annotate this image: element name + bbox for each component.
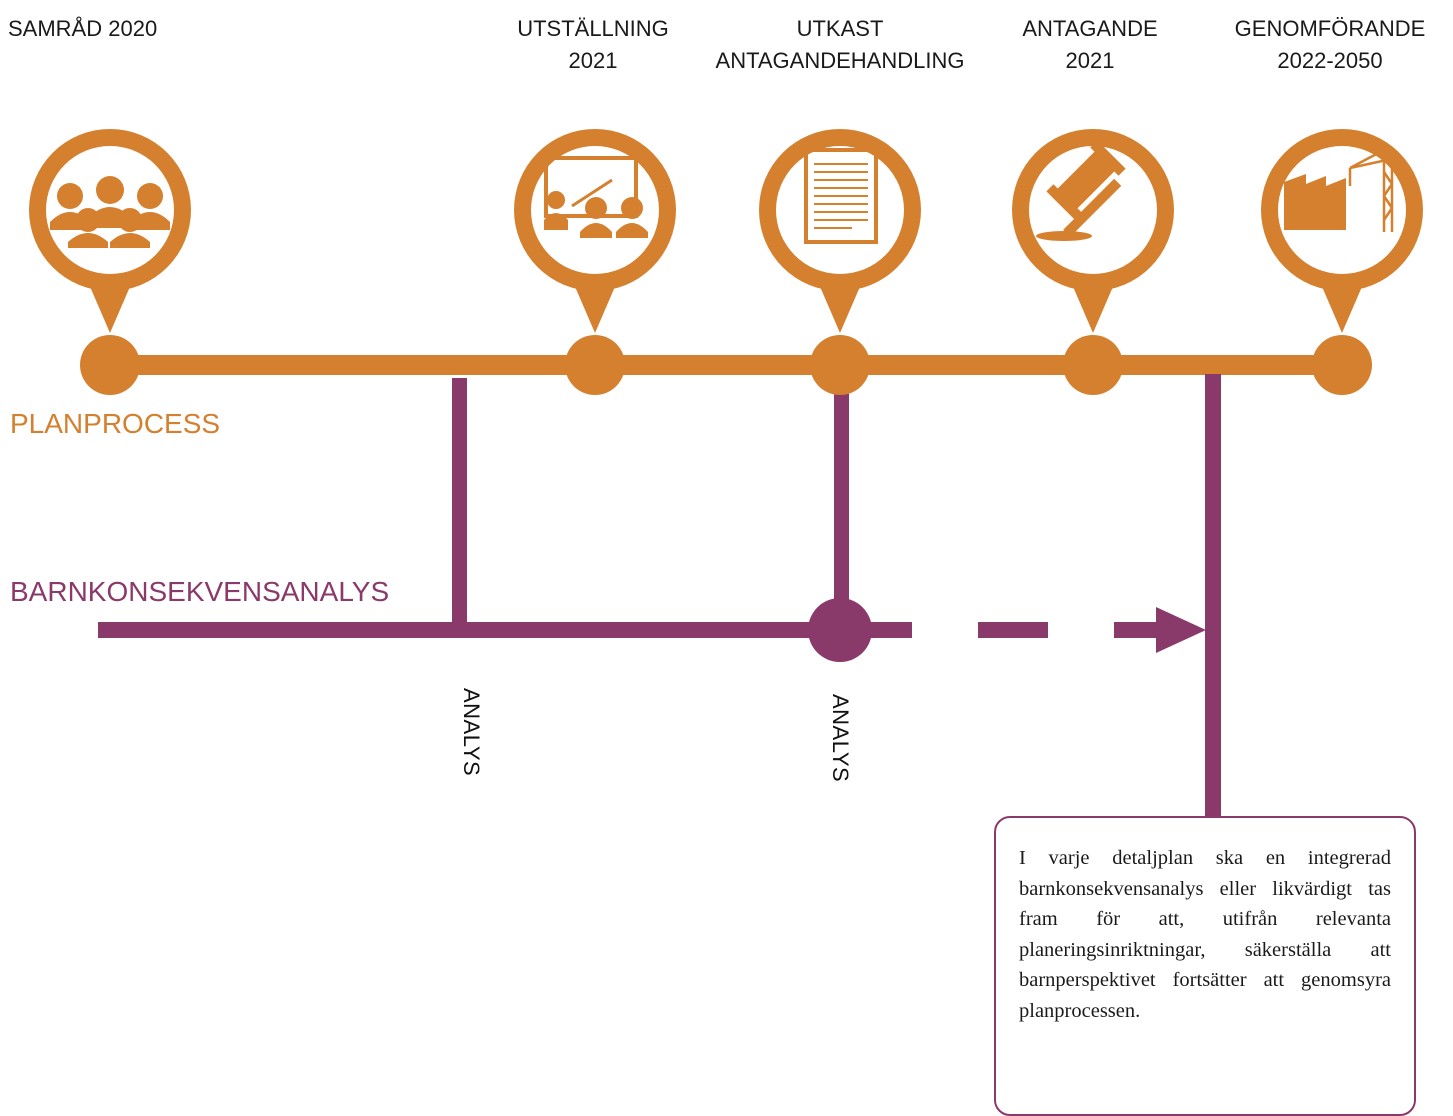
- pin-utkast: [759, 129, 921, 395]
- stage-label-line: GENOMFÖRANDE: [1234, 16, 1426, 41]
- planprocess-line: [110, 355, 1340, 375]
- analysis-structure: [98, 374, 1221, 818]
- note-box: [994, 816, 1416, 1116]
- stage-label-utstallning: UTSTÄLLNING 2021: [493, 13, 693, 77]
- stage-label-line: SAMRÅD 2020: [8, 16, 158, 41]
- stage-label-line: UTSTÄLLNING: [517, 16, 669, 41]
- pin-antagande: [1012, 129, 1174, 395]
- analys-label-2: ANALYS: [828, 694, 853, 783]
- process-diagram: [29, 129, 1423, 818]
- stage-label-samrad: SAMRÅD 2020: [8, 13, 157, 45]
- document-icon: [804, 148, 878, 244]
- implementation-connector: [1205, 374, 1221, 818]
- stage-label-utkast: UTKAST ANTAGANDEHANDLING: [700, 13, 980, 77]
- presentation-board-icon: [544, 156, 648, 238]
- analysis-arrowhead: [1156, 607, 1206, 653]
- stage-label-genomforande: GENOMFÖRANDE 2022-2050: [1215, 13, 1445, 77]
- planprocess-label: PLANPROCESS: [10, 408, 221, 439]
- analysis-connector-2: [834, 385, 849, 630]
- barnkonsekvensanalys-label: BARNKONSEKVENSANALYS: [10, 576, 390, 607]
- stage-label-line: 2021: [1065, 48, 1115, 73]
- analysis-track-line: [98, 622, 848, 638]
- stage-label-antagande: ANTAGANDE 2021: [1000, 13, 1180, 77]
- stage-label-line: ANTAGANDEHANDLING: [715, 48, 965, 73]
- stage-label-line: 2021: [568, 48, 618, 73]
- pin-utstallning: [514, 129, 676, 395]
- note-text: I varje detaljplan ska en integrerad bar…: [1019, 847, 1391, 1022]
- analysis-dash-1: [866, 622, 912, 638]
- stage-label-line: ANTAGANDE: [1022, 16, 1158, 41]
- people-group-icon: [50, 176, 170, 248]
- stage-label-line: UTKAST: [796, 16, 884, 41]
- analys-label-1: ANALYS: [459, 688, 484, 777]
- factory-crane-icon: [1284, 148, 1397, 232]
- analysis-connector-1: [452, 378, 467, 630]
- stage-label-line: 2022-2050: [1277, 48, 1383, 73]
- analysis-dash-2: [978, 622, 1048, 638]
- analysis-node: [808, 598, 872, 662]
- gavel-icon: [1036, 140, 1126, 241]
- pin-samrad: [29, 129, 191, 395]
- analysis-dash-3: [1114, 622, 1158, 638]
- pin-genomforande: [1261, 129, 1423, 395]
